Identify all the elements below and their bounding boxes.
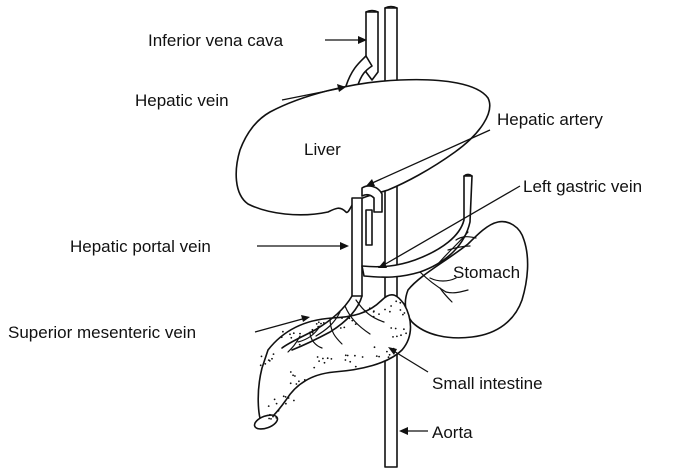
- label-inferior-vena-cava: Inferior vena cava: [148, 31, 284, 50]
- intestine-dot: [290, 337, 292, 339]
- intestine-dot: [345, 354, 347, 356]
- intestine-dot: [400, 309, 402, 311]
- intestine-dot: [376, 355, 378, 357]
- intestine-dot: [275, 417, 277, 419]
- intestine-dot: [316, 323, 318, 325]
- intestine-dot: [294, 375, 296, 377]
- intestine-dot: [320, 323, 322, 325]
- intestine-dot: [293, 332, 295, 334]
- intestine-dot: [400, 334, 402, 336]
- intestine-dot: [289, 333, 291, 335]
- intestine-dot: [272, 416, 274, 418]
- intestine-dot: [403, 328, 405, 330]
- intestine-dot: [354, 355, 356, 357]
- intestine-dot: [386, 351, 388, 353]
- intestine-dot: [313, 367, 315, 369]
- intestine-dot: [343, 327, 345, 329]
- intestine-dot: [322, 358, 324, 360]
- intestine-dot: [283, 395, 285, 397]
- label-hepatic-portal-vein: Hepatic portal vein: [70, 237, 211, 256]
- intestine-dot: [390, 327, 392, 329]
- intestine-dot: [374, 346, 376, 348]
- intestine-dot: [281, 336, 283, 338]
- intestine-dot: [261, 356, 263, 358]
- intestine-dot: [299, 344, 301, 346]
- hepatic-portal-vein-shape: [352, 198, 362, 296]
- intestine-dot: [292, 374, 294, 376]
- intestine-dot: [351, 320, 353, 322]
- label-small-intestine: Small intestine: [432, 374, 543, 393]
- intestine-dot: [355, 366, 357, 368]
- intestine-dot: [282, 331, 284, 333]
- intestine-dot: [405, 332, 407, 334]
- intestine-dot: [402, 314, 404, 316]
- intestine-dot: [347, 355, 349, 357]
- intestine-dot: [268, 359, 270, 361]
- intestine-dot: [395, 300, 397, 302]
- intestine-dot: [293, 400, 295, 402]
- intestine-dot: [392, 336, 394, 338]
- intestine-dot: [349, 361, 351, 363]
- label-stomach: Stomach: [453, 263, 520, 282]
- intestine-dot: [378, 313, 380, 315]
- intestine-dot: [264, 363, 266, 365]
- intestine-dot: [362, 356, 364, 358]
- intestine-dot: [273, 353, 275, 355]
- intestine-dot: [271, 358, 273, 360]
- intestine-dot: [324, 362, 326, 364]
- intestine-dot: [276, 403, 278, 405]
- intestine-dot: [389, 354, 391, 356]
- intestine-dot: [318, 321, 320, 323]
- intestine-dot: [270, 418, 272, 420]
- aorta-shape: [385, 8, 397, 467]
- intestine-dot: [298, 380, 300, 382]
- intestine-dot: [373, 310, 375, 312]
- intestine-dot: [290, 371, 292, 373]
- intestine-dot: [260, 364, 262, 366]
- intestine-dot: [341, 317, 343, 319]
- intestine-dot: [285, 396, 287, 398]
- intestine-dot: [318, 360, 320, 362]
- intestine-dot: [389, 311, 391, 313]
- intestine-dot: [290, 382, 292, 384]
- intestine-dot: [395, 328, 397, 330]
- intestine-dot: [268, 405, 270, 407]
- label-hepatic-artery: Hepatic artery: [497, 110, 603, 129]
- intestine-dot: [340, 327, 342, 329]
- label-left-gastric-vein: Left gastric vein: [523, 177, 642, 196]
- label-aorta: Aorta: [432, 423, 473, 442]
- intestine-dot: [378, 356, 380, 358]
- hepatic-artery-shape: [362, 186, 382, 212]
- label-hepatic-vein: Hepatic vein: [135, 91, 229, 110]
- intestine-dot: [317, 356, 319, 358]
- small-intestine-end: [253, 412, 280, 431]
- intestine-dot: [388, 356, 390, 358]
- intestine-dot: [274, 399, 276, 401]
- intestine-dot: [285, 403, 287, 405]
- intestine-dot: [269, 414, 271, 416]
- intestine-dot: [390, 305, 392, 307]
- intestine-dot: [331, 358, 333, 360]
- celiac-vessel: [366, 210, 372, 245]
- label-liver: Liver: [304, 140, 341, 159]
- intestine-dot: [404, 312, 406, 314]
- intestine-dot: [384, 309, 386, 311]
- intestine-dot: [345, 359, 347, 361]
- intestine-dot: [299, 333, 301, 335]
- intestine-dot: [304, 379, 306, 381]
- intestine-dot: [399, 302, 401, 304]
- intestine-dot: [278, 410, 280, 412]
- intestine-dot: [268, 418, 270, 420]
- intestine-dot: [288, 397, 290, 399]
- intestine-dot: [369, 307, 371, 309]
- intestine-dot: [296, 383, 298, 385]
- label-superior-mesenteric-vein: Superior mesenteric vein: [8, 323, 196, 342]
- intestine-dot: [327, 357, 329, 359]
- intestine-dot: [396, 336, 398, 338]
